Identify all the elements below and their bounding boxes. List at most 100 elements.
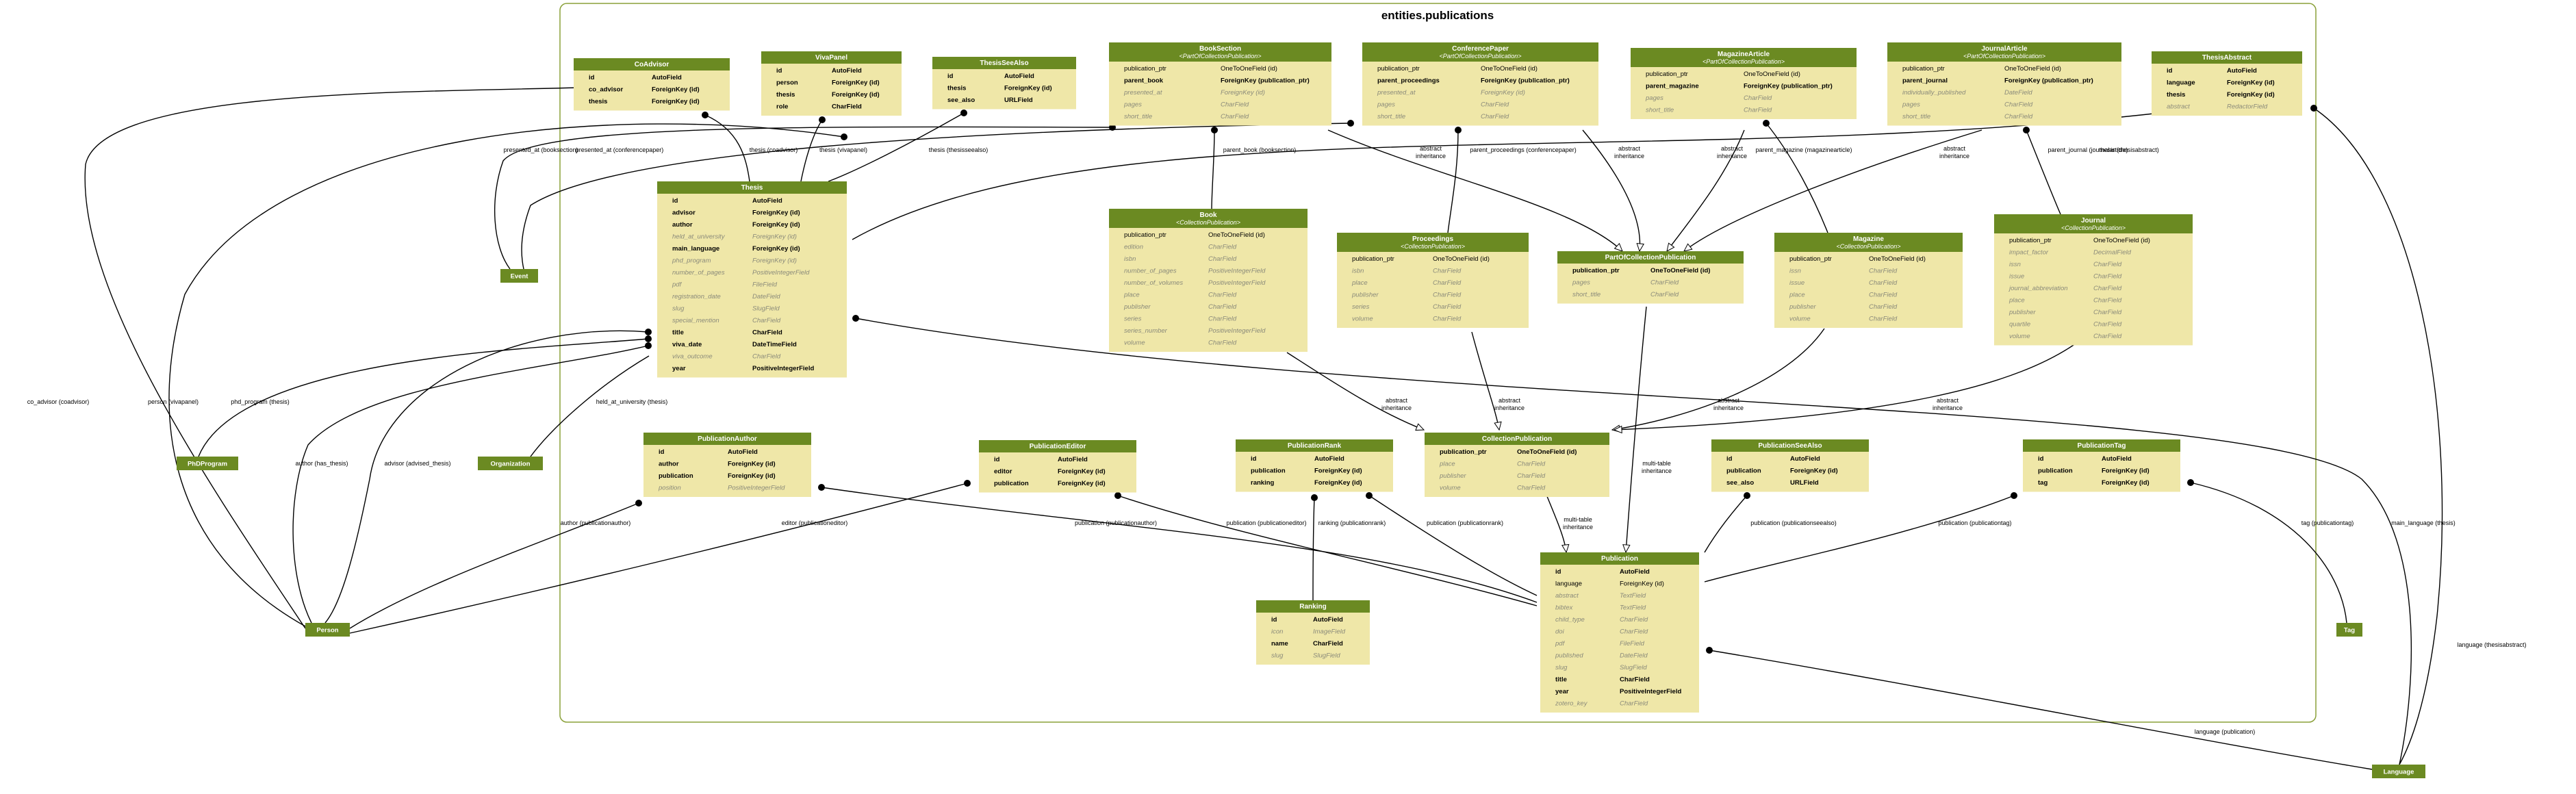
field-type: PositiveIntegerField <box>1208 327 1266 335</box>
node-phdprogram[interactable]: PhDProgram <box>177 457 238 470</box>
edge-label: language (thesisabstract) <box>2457 641 2526 648</box>
field-name: held_at_university <box>672 233 726 241</box>
edge-line <box>828 112 965 182</box>
field-name: id <box>2038 455 2044 463</box>
node-language[interactable]: Language <box>2372 765 2425 778</box>
edge-line <box>1611 328 1825 433</box>
entity-booksection[interactable]: BookSection<PartOfCollectionPublication>… <box>1109 42 1331 126</box>
field-name: publication_ptr <box>1646 71 1688 78</box>
edge-origin-dot <box>2310 105 2317 112</box>
field-name: parent_magazine <box>1646 83 1699 90</box>
node-box <box>177 457 238 470</box>
field-type: TextField <box>1620 592 1646 600</box>
field-type: ImageField <box>1313 628 1346 636</box>
relation-edge: parent_book (booksection) <box>1211 127 1296 209</box>
field-name: publisher <box>1351 292 1379 299</box>
field-type: ForeignKey (id) <box>2102 479 2150 487</box>
field-type: CharField <box>1221 113 1249 120</box>
entity-header <box>1711 439 1869 452</box>
field-type: DecimalField <box>2093 249 2132 257</box>
field-type: OneToOneField (id) <box>2004 65 2061 73</box>
edge-line <box>324 330 649 624</box>
field-type: DateTimeField <box>752 341 797 348</box>
field-type: ForeignKey (id) <box>2102 468 2150 475</box>
field-type: PositiveIntegerField <box>728 485 785 492</box>
entity-name: CoAdvisor <box>635 61 669 68</box>
field-name: zotero_key <box>1555 700 1588 708</box>
edge-label: publication (publicationseealso) <box>1750 520 1837 526</box>
entity-conferencepaper[interactable]: ConferencePaper<PartOfCollectionPublicat… <box>1362 42 1598 126</box>
field-type: ForeignKey (publication_ptr) <box>1221 77 1310 85</box>
edge-origin-dot <box>819 116 826 123</box>
relation-edge: publication (publicationrank) <box>1366 492 1538 596</box>
field-type: DateField <box>1620 652 1648 660</box>
field-name: series <box>1352 303 1370 311</box>
node-tag[interactable]: Tag <box>2336 623 2362 637</box>
field-type: CharField <box>1869 303 1898 311</box>
edges-layer: co_advisor (coadvisor)presented_at (book… <box>27 84 2527 770</box>
field-type: PositiveIntegerField <box>1208 268 1266 275</box>
entity-book[interactable]: Book<CollectionPublication>publication_p… <box>1109 209 1308 352</box>
field-name: place <box>1439 461 1455 468</box>
edge-origin-dot <box>960 110 967 116</box>
node-event[interactable]: Event <box>500 269 538 283</box>
edge-line <box>1312 497 1315 601</box>
relation-edge: parent_journal (journalarticle) <box>2023 127 2128 215</box>
entity-magazinearticle[interactable]: MagazineArticle<PartOfCollectionPublicat… <box>1631 48 1857 119</box>
field-name: pdf <box>1555 640 1566 648</box>
edge-line <box>1117 495 1538 606</box>
entity-body <box>1994 214 2193 346</box>
field-name: position <box>658 485 681 492</box>
field-type: OneToOneField (id) <box>1744 71 1800 78</box>
field-type: OneToOneField (id) <box>1517 448 1577 456</box>
field-type: CharField <box>1869 316 1898 323</box>
field-type: URLField <box>1790 479 1819 487</box>
edge-origin-dot <box>1706 647 1713 654</box>
field-type: ForeignKey (id) <box>832 79 880 87</box>
edge-label: editor (publicationeditor) <box>782 520 848 526</box>
node-person[interactable]: Person <box>305 623 350 637</box>
entity-proceedings[interactable]: Proceedings<CollectionPublication>public… <box>1337 233 1529 328</box>
field-name: short_title <box>1377 113 1405 120</box>
edge-origin-dot <box>1455 127 1462 133</box>
entity-journal[interactable]: Journal<CollectionPublication>publicatio… <box>1994 214 2193 346</box>
node-organization[interactable]: Organization <box>478 457 543 470</box>
entity-name: PartOfCollectionPublication <box>1605 254 1696 261</box>
edge-line <box>84 87 580 629</box>
edge-label: author (has_thesis) <box>295 460 348 467</box>
field-name: publisher <box>1439 472 1466 480</box>
entity-journalarticle[interactable]: JournalArticle<PartOfCollectionPublicati… <box>1887 42 2121 126</box>
field-name: series_number <box>1124 327 1168 335</box>
entity-partofcollectionpublication[interactable]: PartOfCollectionPublicationpublication_p… <box>1557 251 1744 304</box>
field-name: short_title <box>1572 291 1601 298</box>
field-name: parent_proceedings <box>1377 77 1440 85</box>
field-type: ForeignKey (publication_ptr) <box>2004 77 2093 85</box>
field-type: ForeignKey (id) <box>1004 85 1052 92</box>
entity-magazine[interactable]: Magazine<CollectionPublication>publicati… <box>1774 233 1963 328</box>
field-name: id <box>1726 455 1733 463</box>
edge-line <box>1622 306 1647 554</box>
entity-name: ThesisAbstract <box>2202 54 2252 62</box>
entity-parent-class: <CollectionPublication> <box>1176 219 1240 226</box>
field-name: publication_ptr <box>1902 65 1945 73</box>
field-name: abstract <box>2167 103 2190 111</box>
edge-line <box>2026 129 2061 215</box>
entity-header <box>2152 51 2302 64</box>
